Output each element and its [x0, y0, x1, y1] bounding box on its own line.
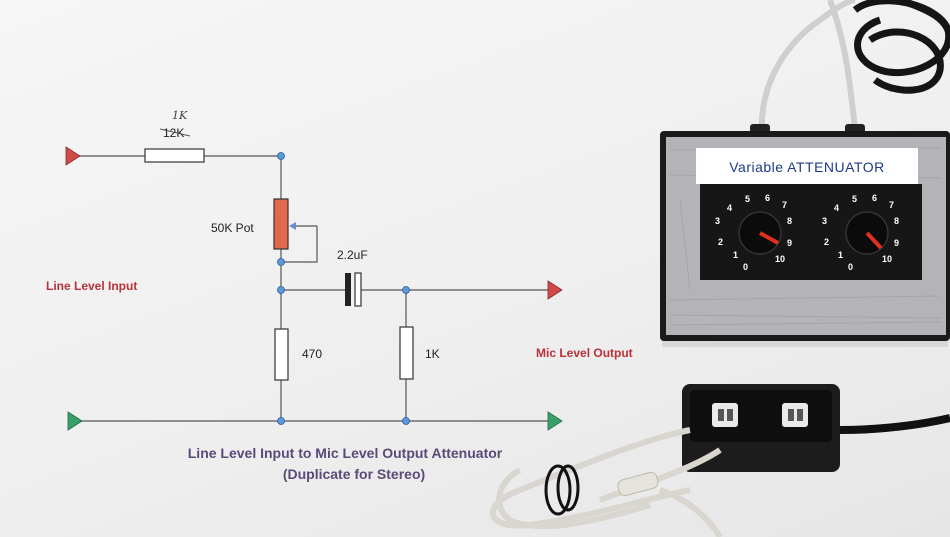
line-input-arrow	[65, 146, 81, 166]
svg-text:3: 3	[715, 216, 720, 226]
potentiometer	[273, 198, 289, 250]
capacitor-label: 2.2uF	[337, 248, 368, 262]
r470-label: 470	[302, 347, 322, 361]
svg-text:5: 5	[852, 194, 857, 204]
black-coiled-cable	[852, 0, 950, 94]
junction-nodes	[277, 152, 410, 425]
svg-text:2: 2	[824, 237, 829, 247]
caption-line-1: Line Level Input to Mic Level Output Att…	[188, 445, 503, 461]
svg-text:0: 0	[848, 262, 853, 272]
mic-level-output-label: Mic Level Output	[536, 346, 633, 360]
svg-text:2: 2	[718, 237, 723, 247]
svg-text:4: 4	[727, 203, 732, 213]
svg-text:8: 8	[787, 216, 792, 226]
socket-left[interactable]	[712, 403, 738, 427]
svg-text:1: 1	[838, 250, 843, 260]
cable-gray-right	[827, 0, 858, 131]
ground-input-arrow	[67, 411, 83, 431]
svg-text:3: 3	[822, 216, 827, 226]
svg-text:6: 6	[765, 193, 770, 203]
r1-strike-line	[159, 128, 191, 137]
capacitor-plate-right	[354, 272, 362, 307]
device-title-label	[696, 148, 918, 184]
svg-text:10: 10	[882, 254, 892, 264]
svg-text:0: 0	[743, 262, 748, 272]
right-dial-numbers: 0 1 2 3 4 5 6 7 8 9 10	[822, 193, 899, 272]
svg-text:7: 7	[889, 200, 894, 210]
left-dial-numbers: 0 1 2 3 4 5 6 7 8 9 10	[715, 193, 792, 272]
svg-text:1: 1	[733, 250, 738, 260]
svg-text:4: 4	[834, 203, 839, 213]
twist-tie	[544, 464, 580, 516]
svg-text:5: 5	[745, 194, 750, 204]
ground-output-arrow	[547, 411, 563, 431]
line-level-input-label: Line Level Input	[46, 279, 137, 293]
capacitor-plate-left	[345, 273, 351, 306]
resistor-470	[274, 328, 289, 381]
r1-value-label: 12K	[163, 126, 184, 140]
right-dial[interactable]	[845, 211, 889, 255]
pot-label: 50K Pot	[211, 221, 254, 235]
r1k-label: 1K	[425, 347, 440, 361]
pot-wiper-arrow	[289, 222, 296, 230]
caption-line-2: (Duplicate for Stereo)	[283, 466, 425, 482]
socket-right[interactable]	[782, 403, 808, 427]
svg-text:6: 6	[872, 193, 877, 203]
r1-handwritten-label: 1K	[172, 109, 188, 122]
resistor-r1	[144, 148, 205, 163]
connector-top	[690, 390, 832, 442]
cable-gray-left	[758, 0, 856, 131]
gray-coiled-cable	[489, 427, 723, 537]
device-title: Variable ATTENUATOR	[729, 159, 885, 175]
svg-text:8: 8	[894, 216, 899, 226]
box-shadow	[662, 341, 948, 347]
left-dial[interactable]	[738, 211, 782, 255]
ferrite-bead	[617, 471, 659, 497]
svg-text:10: 10	[775, 254, 785, 264]
black-output-cable	[839, 414, 950, 434]
svg-text:7: 7	[782, 200, 787, 210]
svg-text:9: 9	[787, 238, 792, 248]
resistor-1k	[399, 326, 414, 380]
mic-output-arrow	[547, 280, 563, 300]
svg-text:9: 9	[894, 238, 899, 248]
